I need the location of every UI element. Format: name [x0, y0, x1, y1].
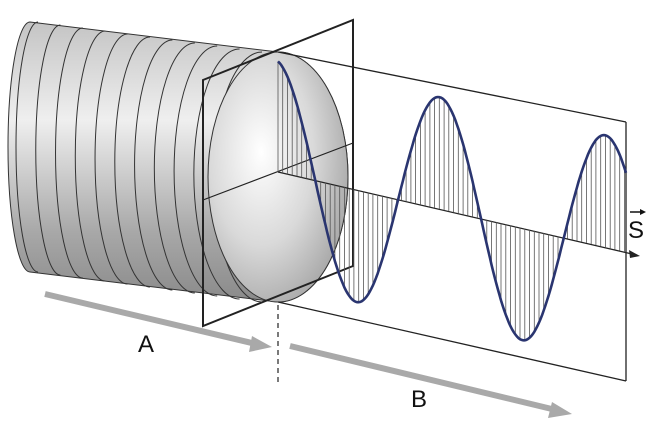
arrow-a [44, 291, 272, 352]
cylinder-ring [134, 39, 173, 291]
propagation-axis [277, 171, 633, 255]
cylinder-ring [55, 27, 83, 279]
cylinder-ring [173, 45, 218, 297]
propagation-plane [277, 51, 627, 382]
axis-arrowhead [629, 250, 640, 258]
arrow-b [289, 343, 572, 418]
cylinder-ring [15, 21, 39, 273]
wave-curve [277, 60, 628, 342]
cylinder-ring [35, 24, 61, 276]
label-a: A [138, 331, 154, 358]
label-s-vector: S [628, 217, 644, 244]
cross-section-plane [202, 18, 354, 328]
cylinder-ring [114, 36, 151, 288]
vector-arrow-icon [630, 209, 646, 215]
cylinder-ring [94, 33, 128, 285]
label-b: B [411, 386, 427, 413]
cylinder-ring [153, 42, 195, 294]
cylinder-ring [193, 48, 240, 300]
cylinder [7, 21, 349, 303]
cylinder-ring [74, 30, 106, 282]
